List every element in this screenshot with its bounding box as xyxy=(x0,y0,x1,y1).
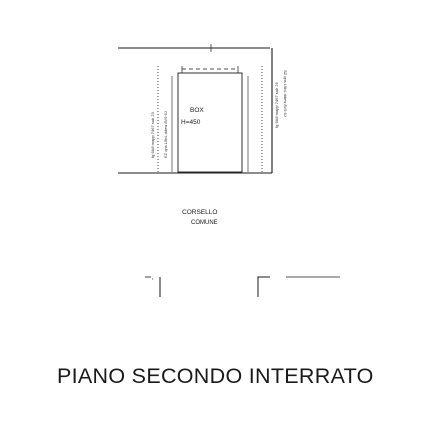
floor-title: PIANO SECONDO INTERRATO xyxy=(57,364,374,388)
left-outer-reference: fg 6A8 mapp 7467 sub 23 xyxy=(150,112,155,158)
box-outline xyxy=(177,72,243,173)
right-outer-reference: SZ qns L9bL ddew 8V9 6J xyxy=(283,70,288,117)
corridor-label: CORSELLO xyxy=(182,209,218,216)
box-label: BOX xyxy=(190,107,204,114)
corridor-sublabel: COMUNE xyxy=(191,220,218,226)
right-inner-reference: fg 6A8 mapp 7467 sub 25 xyxy=(274,82,279,128)
box-height-label: H=450 xyxy=(181,119,201,126)
left-inner-reference: EZ qns L9bL ddew 8V9 6J xyxy=(163,111,168,158)
lower-right-wall-fragment xyxy=(257,276,270,297)
